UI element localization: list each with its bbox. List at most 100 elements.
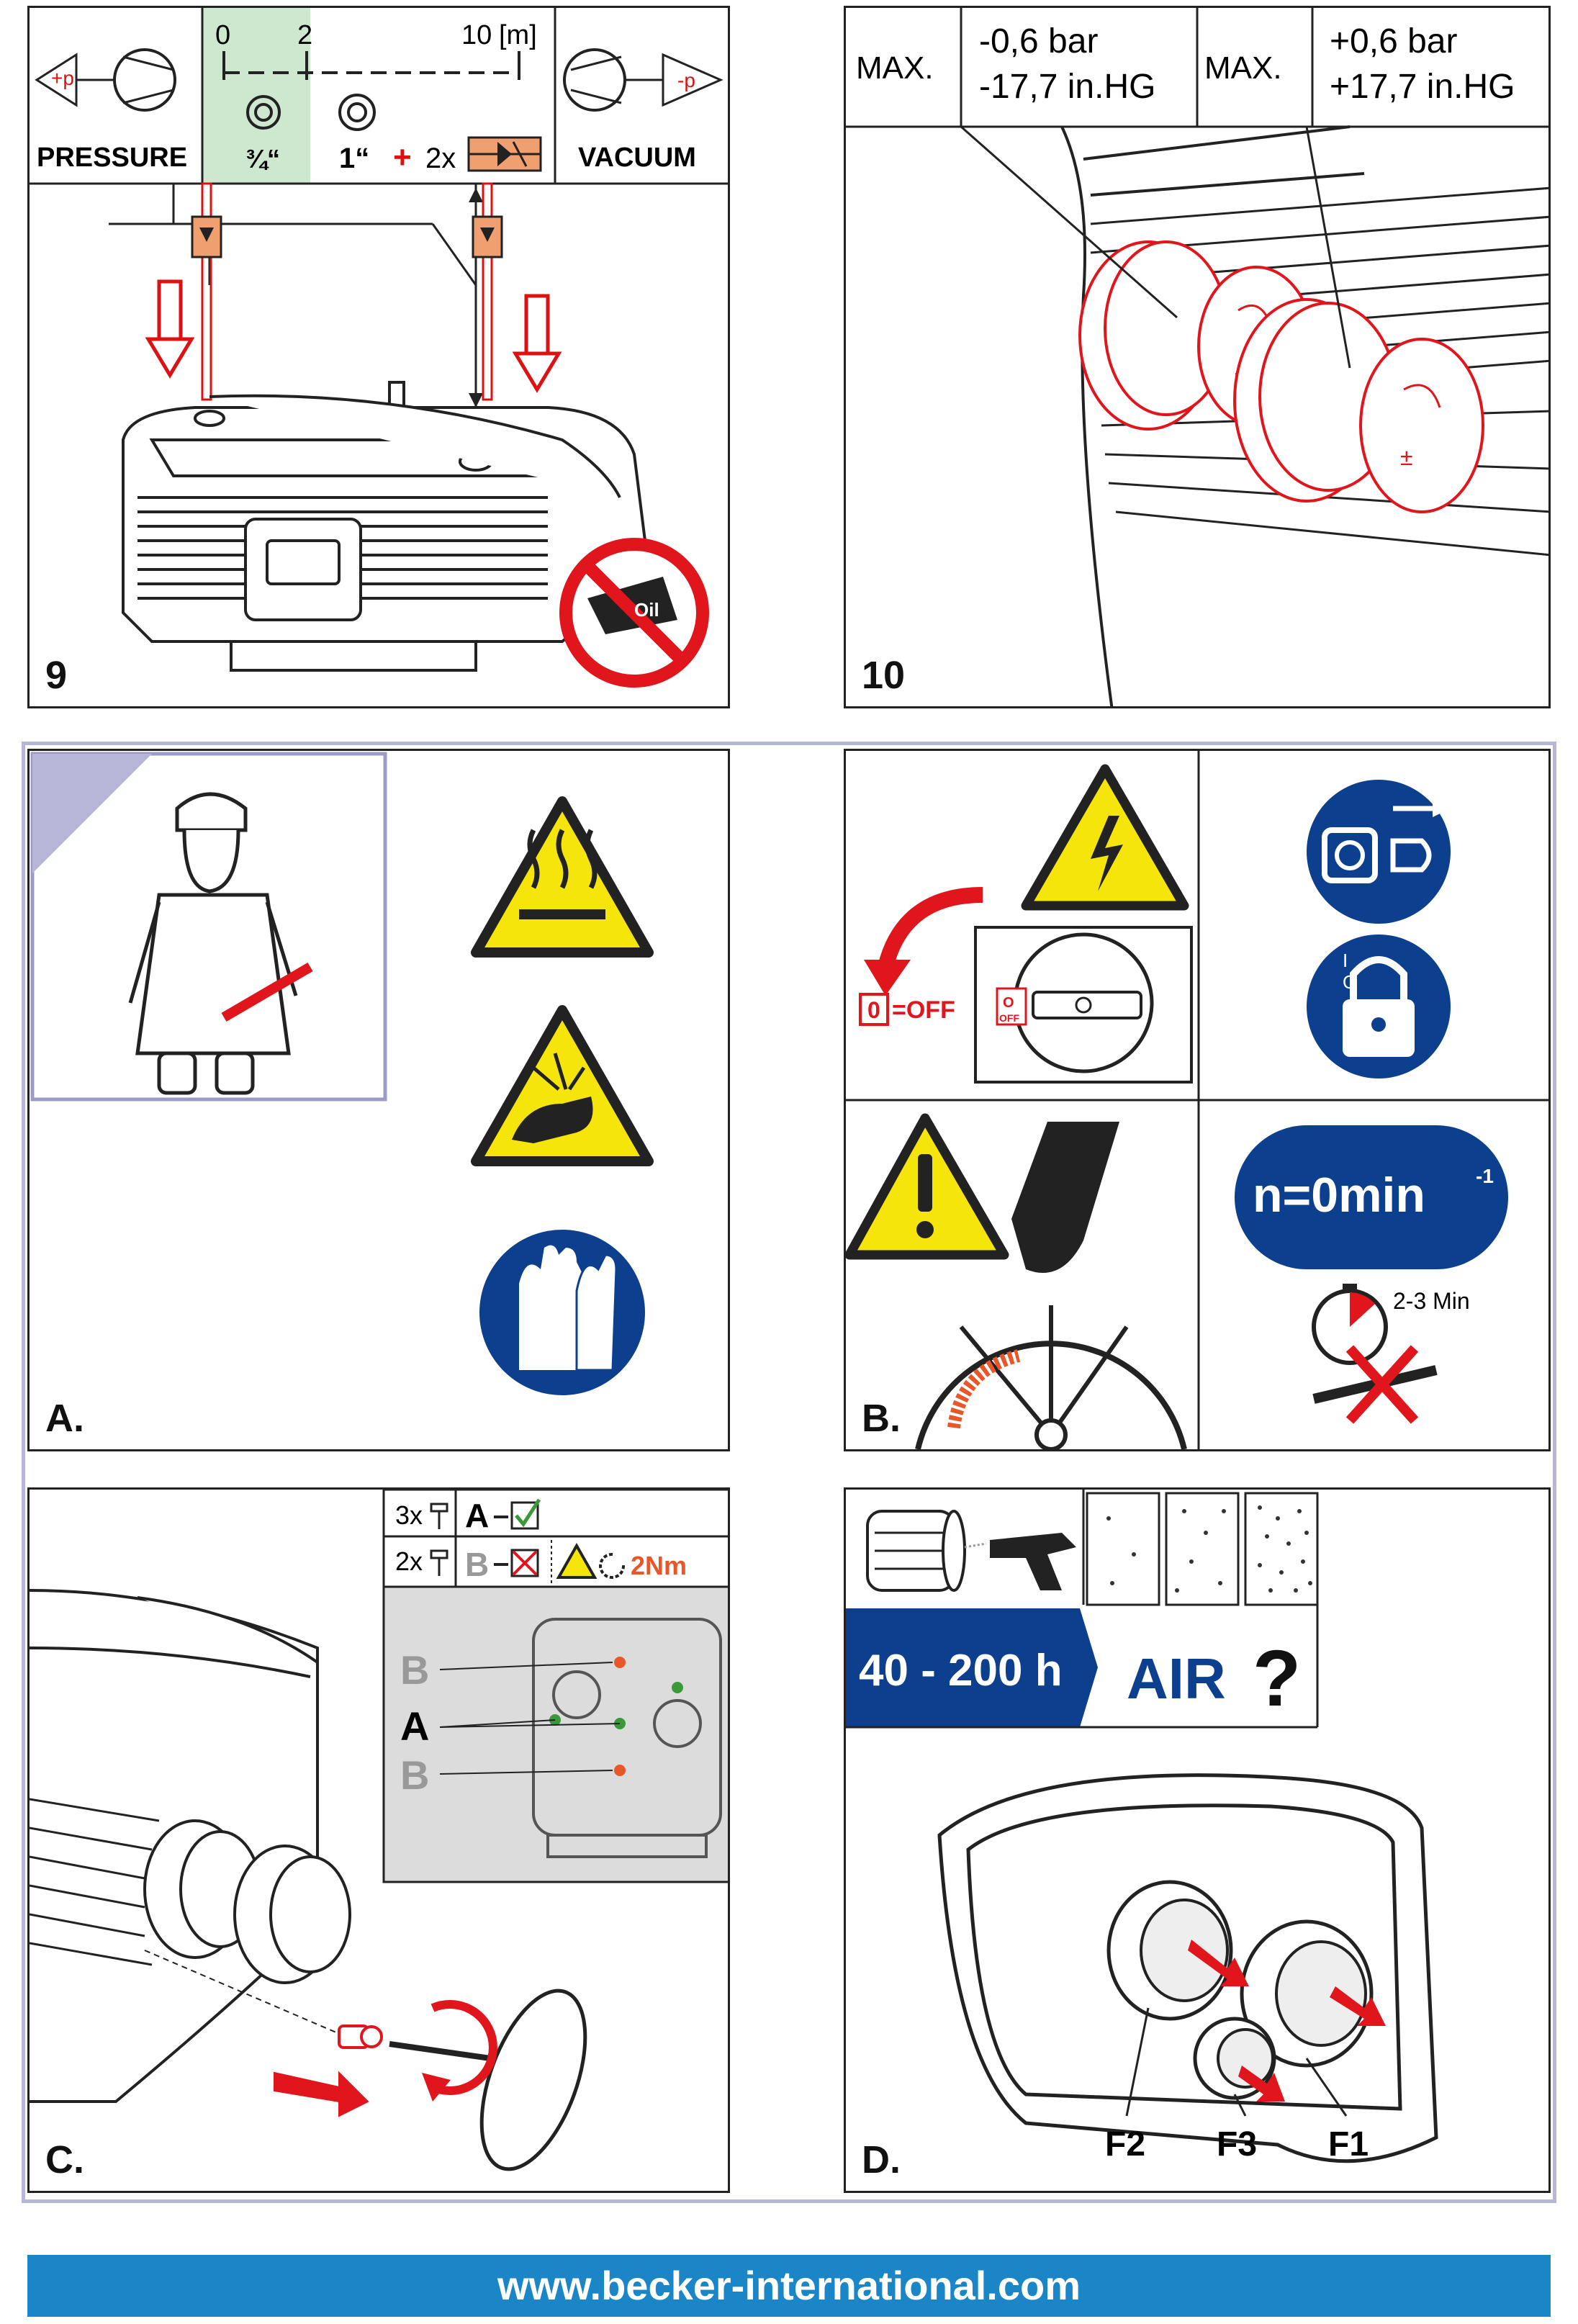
down-arrow-left-icon (145, 279, 195, 379)
filter-cartridge-icon (866, 1510, 966, 1592)
filter-f2 (1106, 1880, 1233, 2021)
pipe-large-label: 1“ (339, 143, 369, 174)
interval-hours: 40 - 200 h (859, 1646, 1063, 1695)
plus-sign: + (393, 140, 412, 175)
off-label: =OFF (892, 996, 955, 1024)
panel-d-illustration: 40 - 200 h AIR ? F2 F3 (846, 1490, 1438, 2163)
gloves-mandatory-icon (479, 1230, 645, 1395)
diagram-b-top: B (400, 1647, 429, 1693)
dust-level-low (1086, 1492, 1160, 1606)
panel-a-safety: A. (27, 749, 730, 1451)
max-label-vacuum: MAX. (856, 50, 934, 86)
pipe-length-zone (202, 8, 310, 184)
panel-d-filter-cleaning: 40 - 200 h AIR ? F2 F3 (844, 1487, 1551, 2193)
scale-start: 0 (215, 20, 230, 50)
lock-o: O (1343, 971, 1357, 993)
panel-9-connection: +p PRESSURE -p VACUUM 0 2 10 [m] ¾“ (27, 6, 730, 708)
caution-icon (556, 1542, 598, 1579)
hot-surface-warning-icon (471, 796, 654, 958)
disconnect-mains-icon (1307, 780, 1451, 924)
pressure-relief-valve: ± (1233, 298, 1484, 513)
technician-icon (128, 792, 298, 1095)
panel-9-illustration: +p PRESSURE -p VACUUM 0 2 10 [m] ¾“ (30, 8, 728, 688)
air-label: AIR (1127, 1647, 1226, 1711)
pressure-bar: +0,6 bar (1330, 22, 1457, 60)
stopwatch-icon (1312, 1284, 1388, 1365)
wait-time: 2-3 Min (1393, 1288, 1470, 1314)
panel-a-illustration (30, 752, 654, 1395)
panel-10-illustration: MAX. -0,6 bar -17,7 in.HG MAX. +0,6 bar … (846, 8, 1548, 706)
screw-removed-icon (338, 2025, 383, 2049)
pressure-inhg: +17,7 in.HG (1330, 68, 1515, 106)
electric-hazard-icon (1021, 764, 1189, 911)
air-question: ? (1253, 1634, 1301, 1723)
panel-letter-d: D. (862, 2138, 901, 2181)
rotate-arrow-icon (422, 2000, 497, 2102)
scale-end: 10 (461, 20, 492, 50)
label-b: B (465, 1546, 489, 1583)
no-oil-sign-icon (559, 538, 709, 688)
no-wrench-icon (1312, 1345, 1438, 1424)
vacuum-label: VACUUM (578, 143, 696, 173)
main-switch-icon (974, 926, 1193, 1084)
vacuum-pipe (482, 182, 493, 401)
off-zero: 0 (867, 997, 880, 1023)
removal-arrows (1188, 1940, 1386, 2102)
panel-letter-b: B. (862, 1397, 901, 1440)
air-gun-icon (964, 1533, 1076, 1590)
label-a: A (465, 1497, 489, 1534)
diagram-a: A (400, 1703, 429, 1749)
corner-triangle (32, 754, 152, 873)
speed-zero-badge (1235, 1125, 1508, 1269)
vacuum-bar: -0,6 bar (979, 22, 1098, 60)
pipe-small-icon (246, 95, 281, 130)
general-warning-icon (846, 1113, 1009, 1260)
pipe-large-icon (338, 94, 376, 131)
check-valve-icon (467, 136, 542, 172)
vacuum-inhg: -17,7 in.HG (979, 68, 1155, 106)
pump-fins (30, 1798, 160, 1966)
speed-text: n=0min (1253, 1168, 1425, 1222)
torque-value: 2Nm (631, 1551, 687, 1580)
diagram-b-bottom: B (400, 1752, 429, 1798)
torque-icon (599, 1552, 626, 1579)
down-arrow-right-icon (512, 294, 562, 393)
panel-c-illustration: 3x 2x A B 2Nm (30, 1490, 728, 2171)
rotating-fan-hazard-icon (915, 1122, 1187, 1449)
panel-c-valve-screws: 3x 2x A B 2Nm (27, 1487, 730, 2193)
padlock-icon (1307, 934, 1451, 1078)
panel-number-9: 9 (45, 654, 68, 697)
max-label-pressure: MAX. (1204, 50, 1282, 86)
count-b: 2x (395, 1546, 423, 1576)
count-a: 3x (395, 1500, 423, 1530)
panel-letter-c: C. (45, 2138, 84, 2181)
switch-off: OFF (999, 1012, 1019, 1024)
footer-url[interactable]: www.becker-international.com (27, 2255, 1551, 2317)
valve-count: 2x (425, 143, 456, 174)
distance-scale (222, 51, 520, 80)
valve-block-drawing (532, 1618, 722, 1858)
scale-mid: 2 (297, 20, 312, 50)
pump-front-drawing (30, 1589, 351, 2103)
pull-arrow-icon (274, 2071, 369, 2117)
filter-f1 (1240, 1919, 1374, 2068)
valve-pressure-icon (191, 215, 222, 258)
panel-number-10: 10 (862, 654, 906, 697)
scale-unit: [m] (499, 20, 537, 50)
no-oil-text: Oil (634, 599, 659, 621)
pressure-symbol: +p (51, 67, 74, 89)
wrench-icon (221, 962, 313, 1022)
svg-text:±: ± (1400, 444, 1413, 470)
pipe-small-label: ¾“ (245, 144, 280, 174)
pressure-pump-icon (35, 48, 176, 112)
hand-injury-warning-icon (471, 1005, 654, 1166)
panel-10-pressure-limits: MAX. -0,6 bar -17,7 in.HG MAX. +0,6 bar … (844, 6, 1551, 708)
lock-i: I (1343, 950, 1348, 971)
speed-superscript: -1 (1476, 1165, 1494, 1187)
label-f2: F2 (1105, 2125, 1145, 2163)
label-f1: F1 (1328, 2125, 1369, 2163)
interval-badge (846, 1608, 1080, 1727)
dust-level-high (1244, 1492, 1319, 1606)
panel-letter-a: A. (45, 1397, 84, 1440)
vacuum-pump-icon (563, 48, 723, 112)
